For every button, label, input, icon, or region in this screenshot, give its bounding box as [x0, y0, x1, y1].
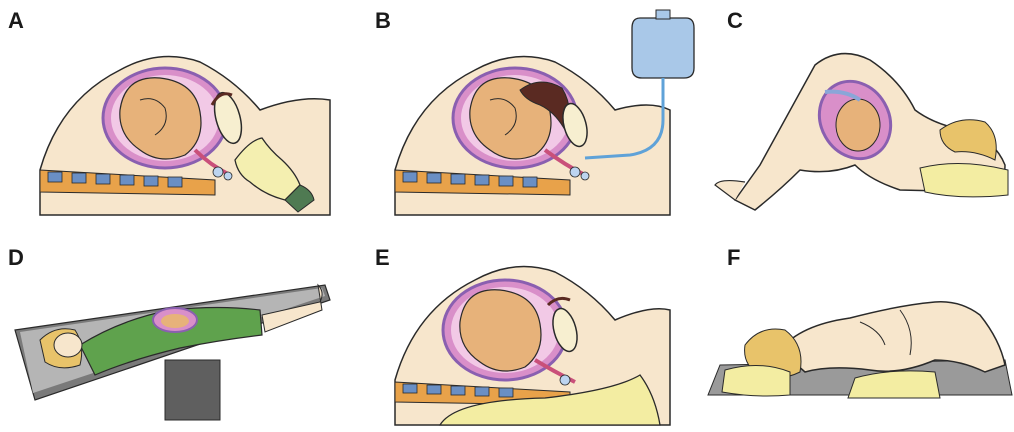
panel-b-illustration — [395, 10, 694, 215]
panel-label-c: C — [727, 8, 743, 34]
panel-label-f: F — [727, 245, 740, 271]
panel-d-table-stand — [165, 360, 220, 420]
panel-label-d: D — [8, 245, 24, 271]
panel-c-pillow — [920, 163, 1008, 196]
panel-label-b: B — [375, 8, 391, 34]
panel-a-illustration — [40, 57, 330, 215]
panel-d-illustration — [15, 285, 330, 420]
panel-f-head-pillow — [722, 365, 790, 396]
panel-label-a: A — [8, 8, 24, 34]
panel-e-illustration — [395, 267, 670, 425]
panel-b-iv-bag — [632, 18, 694, 78]
panel-f-illustration — [708, 302, 1012, 398]
panel-c-illustration — [715, 54, 1008, 210]
panel-label-e: E — [375, 245, 390, 271]
panel-f-body — [780, 302, 1005, 372]
